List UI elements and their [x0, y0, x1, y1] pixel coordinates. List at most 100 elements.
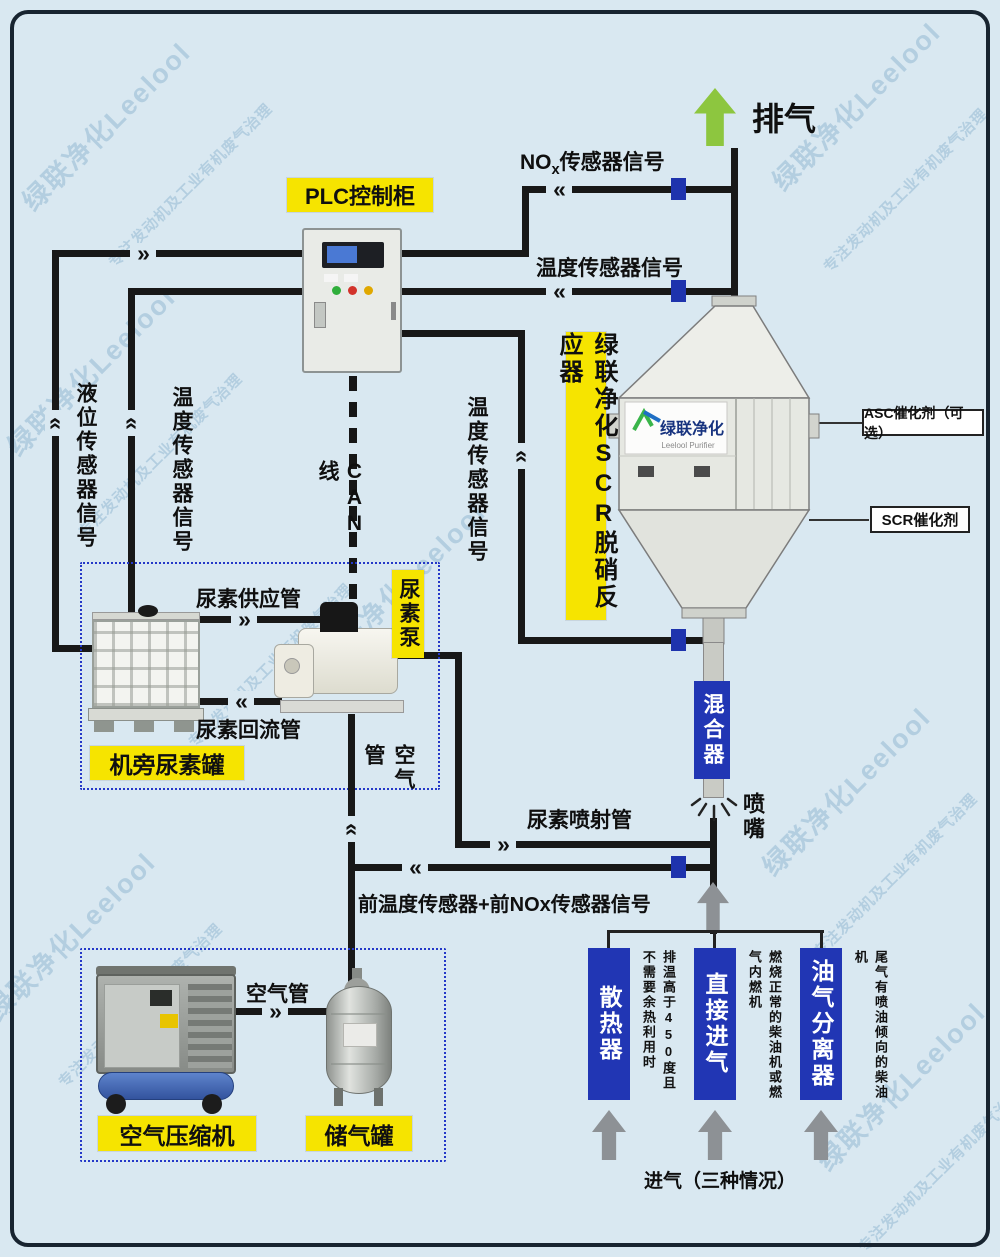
asc-pointer-line [809, 422, 864, 424]
can-line [349, 376, 357, 610]
nox-signal-line [522, 186, 529, 257]
intake-up-arrow-icon [592, 1110, 626, 1160]
flow-chevron-icon: » [262, 1000, 288, 1023]
nox-subscript: x [551, 162, 560, 179]
urea-injection-line [455, 841, 717, 848]
nox-signal-line [522, 186, 738, 193]
flow-chevron-icon: « [228, 690, 254, 713]
nozzle-spray-icon [690, 797, 738, 822]
air-compressor-label: 空气压缩机 [98, 1116, 256, 1151]
urea-supply-line [200, 616, 322, 623]
temp-signal-mid-label: 温度传感器信号 [465, 396, 488, 564]
air-tank-leg [334, 1088, 343, 1106]
plc-cabinet [302, 228, 402, 373]
plc-indicator-green [332, 286, 341, 295]
air-tank-label: 储气罐 [306, 1116, 412, 1151]
urea-injection-line [710, 818, 717, 848]
air-tank-leg [374, 1088, 383, 1106]
urea-pump-cap [320, 602, 358, 632]
plc-chip [344, 274, 358, 282]
scr-reactor-label-text: 绿联净化SCR脱硝反应器 [555, 332, 617, 611]
plc-hmi-display [327, 246, 357, 263]
plc-slot [314, 302, 326, 328]
urea-supply-label: 尿素供应管 [196, 588, 301, 611]
liquid-level-label: 液位传感器信号 [74, 382, 97, 550]
intake-option-note: 排温高于450度且不需要余热利用时 [640, 950, 676, 1091]
intake-option-label: 油气分离器 [808, 959, 834, 1089]
urea-injection-line [398, 652, 462, 659]
urea-pump-motor [298, 628, 398, 694]
reactor-logo-sub: Leelool Purifier [661, 441, 715, 450]
nox-suffix: 传感器信号 [559, 151, 665, 174]
exhaust-pipe-line [731, 148, 738, 314]
front-sensors-label: 前温度传感器+前NOx传感器信号 [358, 894, 651, 916]
intake-option-label: 散热器 [596, 985, 622, 1063]
temp-signal-top-label: 温度传感器信号 [536, 257, 683, 280]
air-tank-plate [343, 1023, 377, 1047]
compressor-wheel [202, 1094, 222, 1114]
urea-pump-port [284, 658, 300, 674]
compressor-button [160, 1014, 178, 1028]
nox-signal-label: NOx传感器信号 [520, 146, 665, 178]
flow-chevron-icon: « [546, 178, 572, 201]
intake-option-note: 尾气有喷油倾向的柴油机 [852, 950, 888, 1100]
flow-chevron-icon: « [120, 410, 146, 436]
scr-reactor: 绿联净化 Leelool Purifier [608, 295, 820, 645]
urea-injection-label: 尿素喷射管 [527, 809, 632, 832]
intake-bus-line [713, 930, 716, 948]
flow-chevron-icon: « [402, 856, 428, 879]
reactor-logo-name: 绿联净化 [660, 419, 724, 438]
nox-sensor-connector [671, 178, 686, 200]
exhaust-up-arrow-icon [694, 88, 736, 146]
air-pipe-horizontal-label: 空气管 [246, 983, 309, 1006]
plc-indicator-red [348, 286, 357, 295]
inlet-up-arrow-icon [697, 882, 729, 930]
ibc-tank-cap [138, 605, 158, 617]
can-line-label: CAN线 [316, 460, 366, 538]
plc-chip [324, 274, 338, 282]
ibc-tank-foot [174, 721, 194, 732]
ibc-tank-pallet [88, 708, 204, 721]
air-tank-body [326, 986, 392, 1094]
plc-door-handle [391, 302, 396, 320]
intake-option-label: 直接进气 [702, 972, 728, 1076]
scr-catalyst-label: SCR催化剂 [870, 506, 970, 533]
flow-chevron-icon: « [510, 443, 536, 469]
ibc-tank-foot [134, 721, 154, 732]
compressor-body [96, 974, 236, 1074]
mixer-label: 混合器 [701, 692, 724, 768]
intake-bus-line [820, 930, 823, 948]
temp-signal-mid-line [518, 330, 525, 644]
plc-indicator-yellow [364, 286, 373, 295]
flow-chevron-icon: « [340, 816, 366, 842]
urea-group-box [80, 562, 440, 790]
liquid-level-line [52, 250, 302, 257]
nox-signal-line [402, 250, 529, 257]
liquid-level-line [52, 645, 118, 652]
urea-injection-line [455, 652, 462, 848]
intake-option-radiator: 散热器 [588, 948, 630, 1100]
air-pipe-line [348, 714, 355, 990]
urea-pump-label: 尿素泵 [392, 570, 424, 658]
nozzle-label: 喷嘴 [740, 792, 765, 842]
intake-up-arrow-icon [698, 1110, 732, 1160]
plc-label: PLC控制柜 [287, 178, 433, 212]
asc-catalyst-label: ASC催化剂（可选） [862, 405, 984, 441]
exhaust-label: 排气 [752, 101, 817, 137]
compressor-vents [188, 984, 232, 1068]
compressor-top [96, 966, 236, 976]
flow-chevron-icon: « [546, 280, 572, 303]
front-sensor-connector [671, 856, 686, 878]
plc-hmi-screen [322, 242, 384, 268]
air-group-box [80, 948, 446, 1162]
ibc-tank-foot [94, 721, 114, 732]
ibc-tank-body [92, 620, 200, 708]
intake-caption: 进气（三种情况） [644, 1171, 797, 1192]
scr-reactor-label: 绿联净化SCR脱硝反应器 [555, 332, 617, 620]
temp-sensor-connector [671, 280, 686, 302]
temp-signal-left-line [128, 288, 135, 624]
flow-chevron-icon: » [130, 242, 156, 265]
temp-signal-left-label: 温度传感器信号 [170, 386, 193, 554]
temp-signal-left-line [128, 288, 302, 295]
intake-option-note: 燃烧正常的柴油机或燃气内燃机 [746, 950, 782, 1100]
